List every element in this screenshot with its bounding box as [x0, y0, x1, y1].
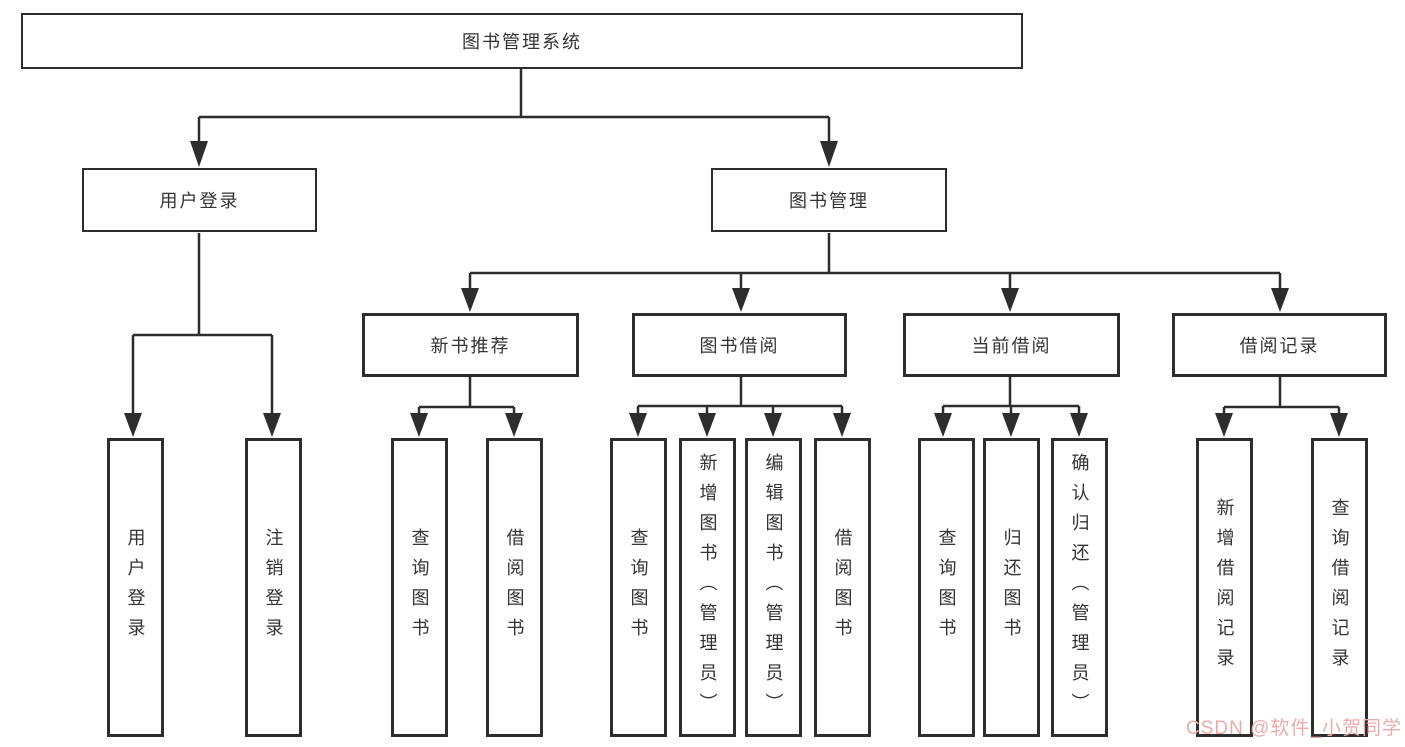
arrow-heads [124, 141, 1348, 437]
node-user-login: 用户登录 [82, 168, 317, 232]
node-current-borrowing: 当前借阅 [903, 313, 1120, 377]
node-logout-leaf: 注销登录 [245, 438, 302, 737]
node-label: 借阅图书 [832, 527, 853, 648]
node-query-books-borrowing: 查询图书 [610, 438, 667, 737]
node-book-management: 图书管理 [711, 168, 947, 232]
node-borrowing-records: 借阅记录 [1172, 313, 1387, 377]
node-label: 新增借阅记录 [1214, 497, 1235, 678]
node-confirm-return-admin: 确认归还（管理员） [1051, 438, 1108, 737]
node-label: 查询借阅记录 [1329, 497, 1350, 678]
node-label: 归还图书 [1001, 527, 1022, 648]
watermark: CSDN @软件_小贺同学 [1186, 718, 1402, 739]
node-new-book-recommendation: 新书推荐 [362, 313, 579, 377]
node-label: 注销登录 [263, 527, 284, 648]
node-label: 查询图书 [409, 527, 430, 648]
node-query-books-current: 查询图书 [918, 438, 975, 737]
node-label: 查询图书 [628, 527, 649, 648]
node-add-books-admin: 新增图书（管理员） [679, 438, 736, 737]
node-edit-books-admin: 编辑图书（管理员） [745, 438, 802, 737]
node-return-books: 归还图书 [983, 438, 1040, 737]
node-query-borrow-record: 查询借阅记录 [1311, 438, 1368, 737]
node-label: 确认归还（管理员） [1069, 452, 1090, 723]
node-borrow-books-recommend: 借阅图书 [486, 438, 543, 737]
node-add-borrow-record: 新增借阅记录 [1196, 438, 1253, 737]
node-label: 编辑图书（管理员） [763, 452, 784, 723]
node-borrow-books-leaf: 借阅图书 [814, 438, 871, 737]
node-library-management-system: 图书管理系统 [21, 13, 1023, 69]
node-user-login-leaf: 用户登录 [107, 438, 164, 737]
node-book-borrowing: 图书借阅 [632, 313, 847, 377]
node-label: 用户登录 [125, 527, 146, 648]
node-label: 查询图书 [936, 527, 957, 648]
node-label: 借阅图书 [504, 527, 525, 648]
node-label: 新增图书（管理员） [697, 452, 718, 723]
tree-edges [131, 69, 1341, 418]
node-query-books-recommend: 查询图书 [391, 438, 448, 737]
